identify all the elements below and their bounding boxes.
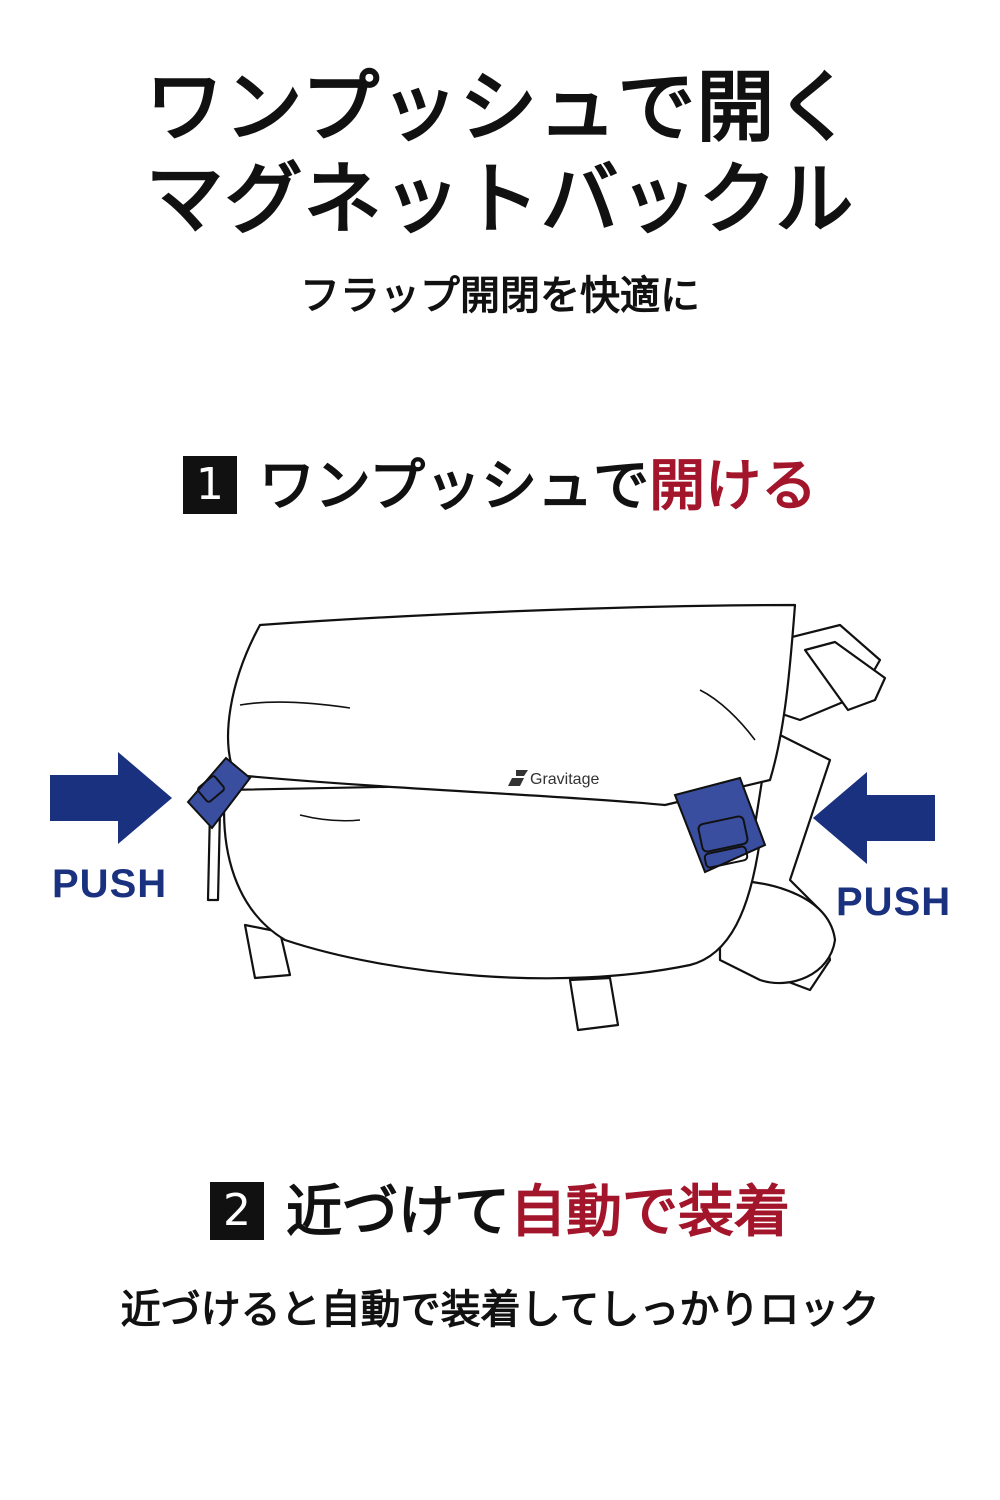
title-line-2: マグネットバックル [145,155,855,245]
step-1-number-badge: 1 [182,456,237,514]
brand-logo-icon [508,770,528,786]
subtitle: フラップ開閉を快適に [300,273,700,319]
brand-label: Gravitage [530,771,599,788]
step-2-text: 近づけて [286,1180,510,1245]
bag-illustration: Gravitage [50,603,935,1032]
step-1-text: ワンプッシュで [258,454,650,519]
page-title: ワンプッシュで開く マグネットバックル [0,62,1000,246]
left-buckle-icon [186,756,252,830]
title-line-1: ワンプッシュで開く [145,63,855,153]
bag-flap [227,603,797,807]
left-push-arrow-icon [50,752,172,844]
right-buckle-icon [673,776,767,874]
push-label-right: PUSH [836,880,952,924]
step-1-heading: 1 ワンプッシュで開ける [0,452,1000,522]
step-2-heading: 2 近づけて自動で装着 [0,1178,1000,1248]
push-label-left: PUSH [52,862,168,906]
step-1-highlight: 開ける [649,454,818,519]
right-push-arrow-icon [813,772,935,864]
bag-body [223,778,762,980]
step-2-highlight: 自動で装着 [510,1180,790,1245]
step-2-number-badge: 2 [210,1182,264,1240]
footer-note: 近づけると自動で装着してしっかりロック [120,1287,880,1333]
